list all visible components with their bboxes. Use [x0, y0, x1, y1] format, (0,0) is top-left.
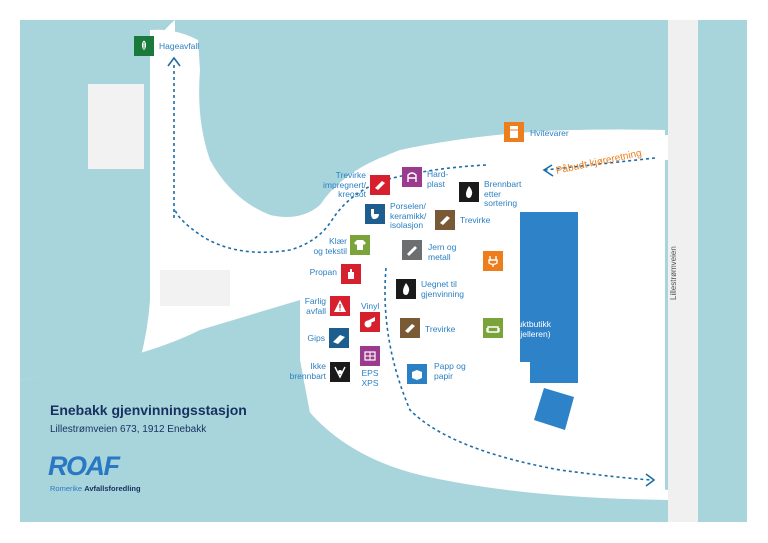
route-incoming	[544, 157, 656, 171]
address: Lillestrømveien 673, 1912 Enebakk	[50, 424, 207, 435]
shed-lower-left	[160, 270, 230, 306]
gips-icon	[329, 328, 349, 348]
main-building	[520, 212, 578, 383]
warning-icon	[330, 296, 350, 316]
vinyl-label: Vinyl	[361, 301, 380, 311]
road-label: Lillestrømveien	[669, 246, 678, 300]
hageavfall-icon	[134, 36, 154, 56]
metal-icon	[402, 240, 422, 260]
plug-icon	[483, 251, 503, 271]
bruktbutikk-label: Bruktbutikk (i kjelleren)	[509, 319, 552, 339]
trevirke-1-label: Trevirke	[460, 215, 491, 225]
flame-icon	[396, 279, 416, 299]
ikke-brennbart-label: Ikke brennbart	[289, 361, 326, 381]
no-burn-icon	[330, 362, 350, 382]
shirt-icon	[350, 235, 370, 255]
land-bottom	[20, 360, 360, 522]
wood-icon	[435, 210, 455, 230]
uegnet-label: Uegnet til gjenvinning	[421, 279, 465, 299]
eps-label: EPS XPS	[361, 368, 379, 388]
building-small	[534, 388, 574, 430]
logo-sub-light: Romerike	[50, 484, 85, 493]
wood-icon	[400, 318, 420, 338]
gas-icon	[341, 264, 361, 284]
flame-icon	[459, 182, 479, 202]
box-icon	[407, 364, 427, 384]
gips-label: Gips	[307, 333, 325, 343]
propan-label: Propan	[309, 267, 337, 277]
papp-label: Papp og papir	[434, 361, 466, 381]
hardplast-label: Hard- plast	[427, 169, 449, 189]
logo-sub-bold: Avfallsforedling	[84, 484, 141, 493]
wood-icon	[370, 175, 390, 195]
hvitevarer-label: Hvitevarer	[530, 128, 569, 138]
chair-icon	[402, 167, 422, 187]
sofa-icon	[483, 318, 503, 338]
driveway	[150, 29, 668, 522]
hageavfall-label: Hageavfall	[159, 41, 200, 51]
logo-subtitle: Romerike Avfallsforedling	[50, 484, 141, 493]
porselen-label: Porselen/ keramikk/ isolasjon	[390, 201, 427, 230]
page-title: Enebakk gjenvinningsstasjon	[50, 402, 247, 418]
route-exit	[384, 267, 653, 481]
trevirke-2-label: Trevirke	[425, 324, 456, 334]
jern-label: Jern og metall	[428, 242, 457, 262]
farlig-avfall-label: Farlig avfall	[304, 296, 326, 316]
toilet-icon	[365, 204, 385, 224]
eps-icon	[360, 346, 380, 366]
trevirke-impregnert-label: Trevirke impregnert/ kreosot	[323, 170, 366, 199]
brennbart-label: Brennbart etter sortering	[484, 179, 522, 208]
ee-avfall-label: EE-avfall	[480, 278, 515, 288]
roaf-logo: ROAF	[48, 451, 120, 481]
klaer-label: Klær og tekstil	[313, 236, 347, 256]
road-lillestromveien	[668, 20, 698, 522]
shed-left	[88, 84, 144, 169]
fridge-icon	[504, 122, 524, 142]
vinyl-icon	[360, 312, 380, 332]
